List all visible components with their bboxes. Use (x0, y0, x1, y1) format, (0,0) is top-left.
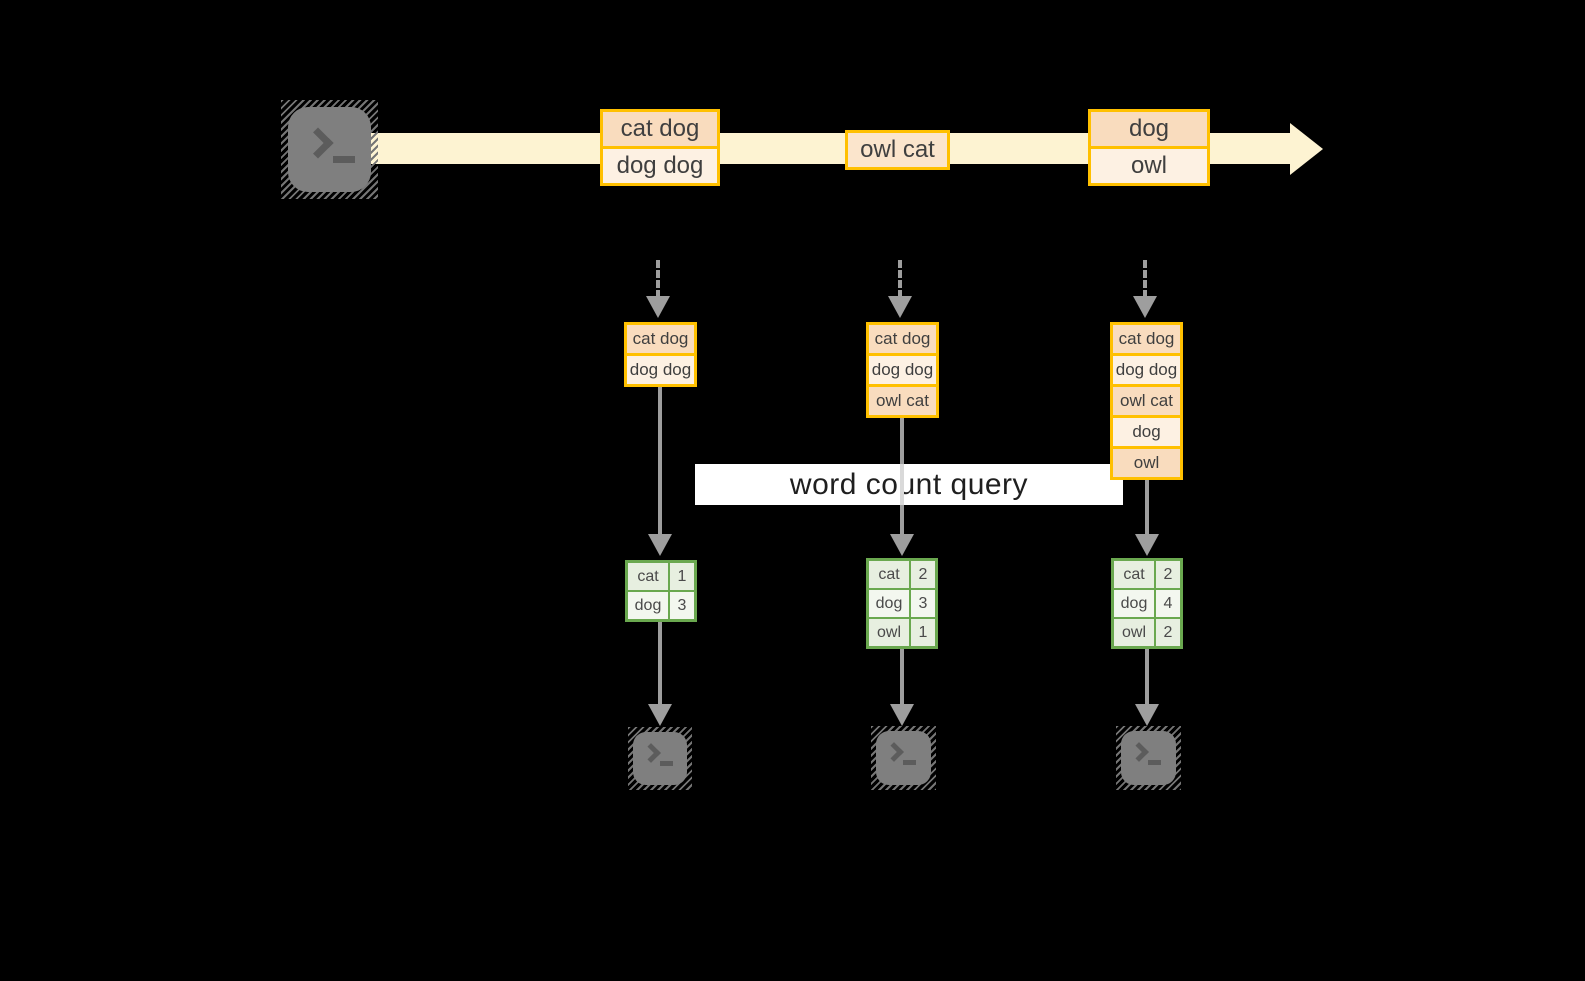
table-row: cat 1 (628, 563, 694, 590)
batch-arrowhead-3-icon (1133, 296, 1157, 318)
word-cell: owl (1114, 619, 1154, 646)
count-cell: 4 (1156, 590, 1180, 617)
terminal-source-icon (281, 100, 378, 199)
stream-batch-1-line-1: cat dog (603, 112, 717, 146)
output-arrowhead-2-icon (890, 704, 914, 726)
query-arrowhead-1-icon (648, 534, 672, 556)
word-cell: dog (1114, 590, 1154, 617)
word-cell: dog (869, 590, 909, 617)
terminal-body (633, 732, 687, 785)
terminal-sink-1-icon (628, 727, 692, 790)
terminal-body (1121, 731, 1176, 785)
count-table-2: cat 2 dog 3 owl 1 (866, 558, 938, 649)
table-row: dog 4 (1114, 590, 1180, 617)
table-row: dog 3 (869, 590, 935, 617)
query-arrowhead-2-icon (890, 534, 914, 556)
state-stack-2-row: dog dog (869, 353, 936, 384)
output-arrowhead-1-icon (648, 704, 672, 726)
state-stack-1: cat dog dog dog (624, 322, 697, 387)
count-cell: 2 (1156, 619, 1180, 646)
count-cell: 1 (670, 563, 694, 590)
terminal-sink-3-icon (1116, 726, 1181, 790)
word-cell: cat (628, 563, 668, 590)
stream-batch-2: owl cat (845, 130, 950, 170)
count-cell: 3 (911, 590, 935, 617)
table-row: cat 2 (869, 561, 935, 588)
word-cell: dog (628, 592, 668, 619)
state-stack-3-row: owl (1113, 446, 1180, 477)
output-arrowhead-3-icon (1135, 704, 1159, 726)
state-stack-3-row: owl cat (1113, 384, 1180, 415)
state-stack-1-row: cat dog (627, 325, 694, 353)
prompt-chevron-icon (884, 742, 904, 762)
stream-batch-1: cat dog dog dog (600, 109, 720, 186)
input-stream-arrowhead-icon (1290, 123, 1323, 175)
word-cell: cat (869, 561, 909, 588)
count-table-3: cat 2 dog 4 owl 2 (1111, 558, 1183, 649)
stream-batch-3-line-1: dog (1091, 112, 1207, 146)
state-stack-3-row: cat dog (1113, 325, 1180, 353)
state-stack-3: cat dog dog dog owl cat dog owl (1110, 322, 1183, 480)
prompt-underscore-icon (903, 760, 916, 765)
batch-arrow-1 (656, 260, 660, 298)
terminal-body (876, 731, 931, 785)
batch-arrowhead-2-icon (888, 296, 912, 318)
count-table-1: cat 1 dog 3 (625, 560, 697, 622)
terminal-sink-2-icon (871, 726, 936, 790)
count-cell: 2 (1156, 561, 1180, 588)
table-row: owl 2 (1114, 619, 1180, 646)
prompt-underscore-icon (660, 761, 673, 766)
count-cell: 2 (911, 561, 935, 588)
batch-arrow-2 (898, 260, 902, 298)
prompt-underscore-icon (1148, 760, 1161, 765)
stream-batch-3-line-2: owl (1091, 146, 1207, 183)
query-arrow-1 (658, 386, 662, 536)
count-cell: 3 (670, 592, 694, 619)
stream-batch-1-line-2: dog dog (603, 146, 717, 183)
output-arrow-1 (658, 620, 662, 706)
table-row: cat 2 (1114, 561, 1180, 588)
output-arrow-2 (900, 647, 904, 706)
prompt-chevron-icon (302, 127, 334, 159)
stream-batch-2-line-1: owl cat (848, 133, 947, 167)
prompt-underscore-icon (333, 156, 355, 163)
table-row: owl 1 (869, 619, 935, 646)
terminal-body (288, 107, 371, 192)
state-stack-2: cat dog dog dog owl cat (866, 322, 939, 418)
query-arrow-3 (1145, 480, 1149, 536)
query-arrowhead-3-icon (1135, 534, 1159, 556)
count-cell: 1 (911, 619, 935, 646)
query-arrow-2-through-banner (900, 464, 904, 505)
word-cell: owl (869, 619, 909, 646)
table-row: dog 3 (628, 592, 694, 619)
state-stack-3-row: dog dog (1113, 353, 1180, 384)
prompt-chevron-icon (641, 743, 661, 763)
prompt-chevron-icon (1129, 742, 1149, 762)
word-cell: cat (1114, 561, 1154, 588)
state-stack-2-row: cat dog (869, 325, 936, 353)
batch-arrow-3 (1143, 260, 1147, 298)
state-stack-2-row: owl cat (869, 384, 936, 415)
batch-arrowhead-1-icon (646, 296, 670, 318)
stream-batch-3: dog owl (1088, 109, 1210, 186)
state-stack-1-row: dog dog (627, 353, 694, 384)
query-banner: word count query (695, 464, 1123, 505)
output-arrow-3 (1145, 648, 1149, 706)
state-stack-3-row: dog (1113, 415, 1180, 446)
